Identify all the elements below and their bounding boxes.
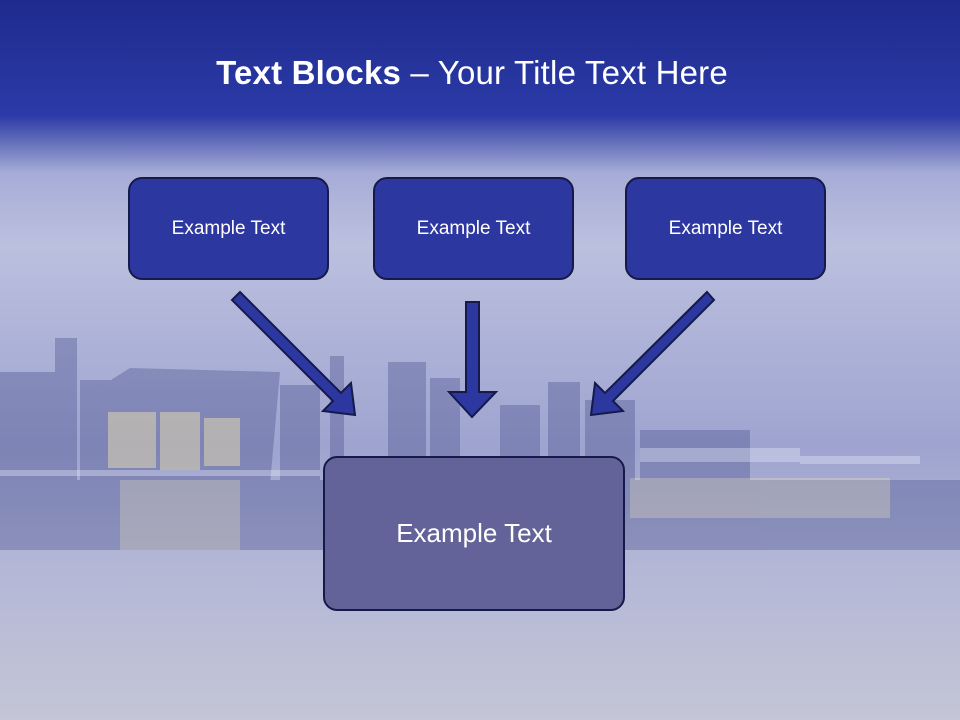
text-block-bottom-label: Example Text (396, 518, 552, 548)
arrow-down-left-icon (589, 290, 716, 417)
text-block-left-label: Example Text (171, 217, 286, 239)
text-block-middle-label: Example Text (416, 217, 531, 239)
text-block-middle[interactable]: Example Text (373, 177, 574, 280)
text-block-right[interactable]: Example Text (625, 177, 826, 280)
title-rest-part: Your Title Text Here (437, 54, 728, 91)
text-block-bottom[interactable]: Example Text (323, 456, 625, 611)
title-bold-part: Text Blocks (216, 54, 402, 91)
text-block-right-label: Example Text (668, 217, 783, 239)
text-block-left[interactable]: Example Text (128, 177, 329, 280)
title-dash: – (401, 54, 438, 91)
slide-title: Text Blocks – Your Title Text Here (0, 54, 944, 92)
arrow-down-right-icon (230, 290, 357, 417)
arrow-down-icon (446, 301, 499, 419)
